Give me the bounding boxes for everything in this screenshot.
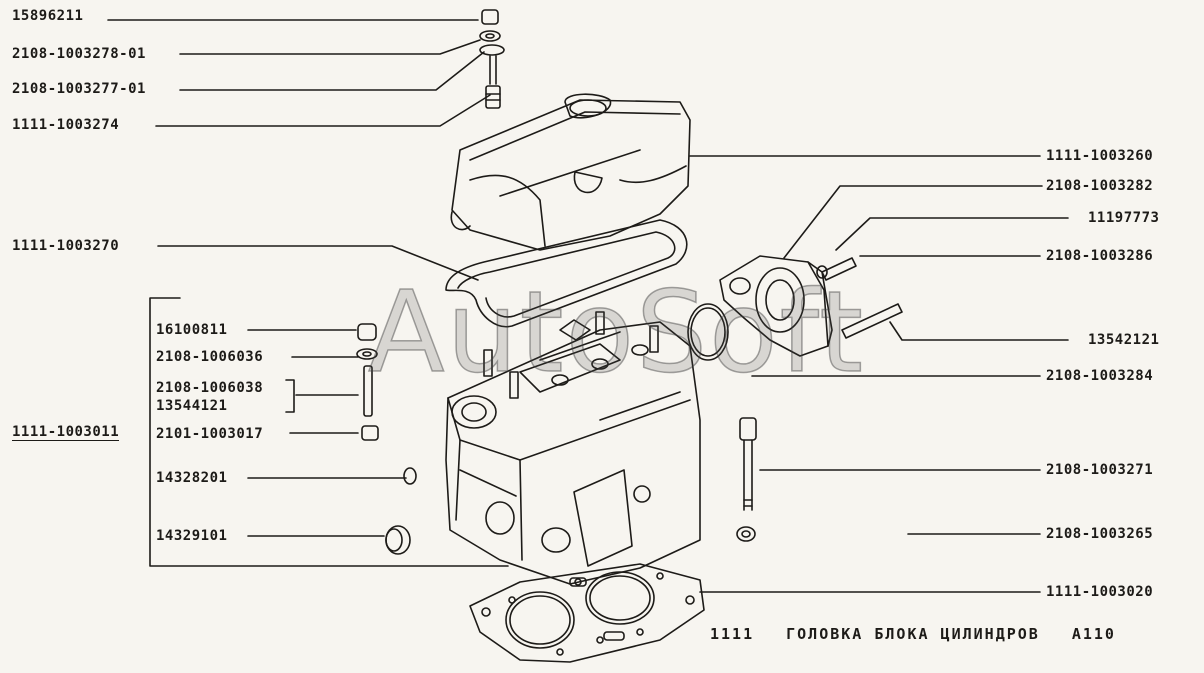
caption-code: A110 (1071, 625, 1116, 643)
part-label[interactable]: 14328201 (156, 470, 228, 486)
valve-cover (450, 93, 691, 251)
thermostat-housing (687, 255, 903, 361)
part-label[interactable]: 2108-1003278-01 (12, 46, 146, 62)
leader-lines-left (107, 19, 509, 567)
part-label[interactable]: 13542121 (1088, 332, 1160, 348)
part-label[interactable]: 2108-1003277-01 (12, 81, 146, 97)
cover-fasteners (479, 9, 505, 109)
part-label[interactable]: 15896211 (12, 8, 84, 24)
leader-lines-right (689, 155, 1069, 593)
part-label[interactable]: 11197773 (1088, 210, 1160, 226)
head-gasket (469, 563, 705, 663)
part-label[interactable]: 13544121 (156, 398, 228, 414)
part-label[interactable]: 2108-1003284 (1046, 368, 1154, 384)
part-label[interactable]: 1111-1003260 (1046, 148, 1154, 164)
cylinder-head (445, 311, 701, 585)
part-label[interactable]: 14329101 (156, 528, 228, 544)
part-label[interactable]: 2108-1006038 (156, 380, 264, 396)
diagram-caption: 1111 ГОЛОВКА БЛОКА ЦИЛИНДРОВ A110 (710, 625, 1116, 643)
part-label[interactable]: 16100811 (156, 322, 228, 338)
caption-model: 1111 (710, 625, 755, 643)
part-label[interactable]: 1111-1003274 (12, 117, 120, 133)
valve-parts (356, 323, 417, 555)
head-bolt (736, 417, 757, 542)
part-label[interactable]: 2108-1003265 (1046, 526, 1154, 542)
part-label[interactable]: 2101-1003017 (156, 426, 264, 442)
caption-title: ГОЛОВКА БЛОКА ЦИЛИНДРОВ (786, 625, 1040, 643)
part-label[interactable]: 2108-1003282 (1046, 178, 1154, 194)
part-label[interactable]: 1111-1003270 (12, 238, 120, 254)
part-label[interactable]: 2108-1006036 (156, 349, 264, 365)
part-label[interactable]: 1111-1003020 (1046, 584, 1154, 600)
assembly-label[interactable]: 1111-1003011 (12, 424, 120, 441)
part-label[interactable]: 2108-1003286 (1046, 248, 1154, 264)
cover-gasket (445, 219, 688, 328)
part-label[interactable]: 2108-1003271 (1046, 462, 1154, 478)
